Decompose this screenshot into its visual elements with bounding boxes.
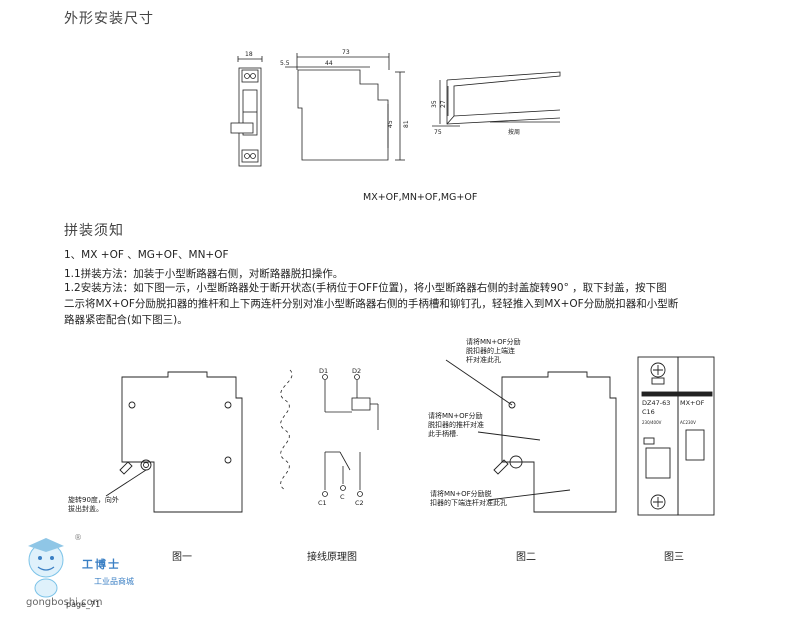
dimension-drawing: 18 73 5.5 44 45 81 35 27 75 按周 bbox=[230, 49, 561, 167]
fig3-model: DZ47-63 bbox=[642, 399, 670, 407]
fig2-caption: 图二 bbox=[516, 552, 536, 563]
fig2-ann-mid-1: 请将MN+OF分励 bbox=[428, 412, 483, 420]
fig2-ann-mid-3: 此手柄槽. bbox=[428, 430, 459, 438]
fig2-annotation-bottom: 请将MN+OF分励脱 扣器的下端连杆对准此孔 bbox=[430, 490, 507, 508]
fig1-note-line-2: 拔出封盖。 bbox=[68, 505, 103, 513]
mascot-logo-icon bbox=[28, 538, 64, 598]
fig2-ann-bot-1: 请将MN+OF分励脱 bbox=[430, 490, 492, 498]
assembly-line-1: 1、MX +OF 、MG+OF、MN+OF bbox=[64, 249, 229, 261]
terminal-d2: D2 bbox=[352, 367, 361, 375]
section-title-dimensions: 外形安装尺寸 bbox=[64, 11, 154, 27]
registered-mark: ® bbox=[74, 533, 82, 542]
assembly-line-5: 路器紧密配合(如下图三)。 bbox=[64, 314, 188, 326]
fig3-caption: 图三 bbox=[664, 552, 684, 563]
page-number: page_71 bbox=[66, 600, 101, 609]
side-view bbox=[285, 53, 405, 161]
fig1-caption: 图一 bbox=[172, 552, 192, 563]
assembly-line-2: 1.1拼装方法：加装于小型断路器右侧，对断路器脱扣操作。 bbox=[64, 268, 344, 280]
terminal-c2: C2 bbox=[355, 499, 364, 507]
dim-81: 81 bbox=[403, 120, 410, 128]
fig3-drawing bbox=[637, 356, 715, 516]
fig2-ann-top-1: 请将MN+OF分励 bbox=[466, 338, 521, 346]
dim-73: 73 bbox=[342, 49, 350, 56]
watermark-subtitle: 工业品商城 bbox=[94, 577, 134, 586]
fig3-spec-1: 230/400V bbox=[642, 420, 662, 425]
assembly-line-4: 二示将MX+OF分励脱扣器的推杆和上下两连杆分别对准小型断路器右侧的手柄槽和铆钉… bbox=[64, 298, 679, 310]
wiring-schematic bbox=[280, 369, 379, 497]
fig2-ann-mid-2: 脱扣器的推杆对准 bbox=[428, 421, 484, 429]
fig3-spec-2: AC230V bbox=[680, 420, 696, 425]
fig2-ann-top-2: 脱扣器的上端连 bbox=[466, 347, 515, 355]
front-view bbox=[230, 56, 263, 167]
wiring-caption: 接线原理图 bbox=[307, 552, 357, 563]
dim-5-5: 5.5 bbox=[280, 60, 290, 67]
assembly-line-3: 1.2安装方法：如下图一示，小型断路器处于断开状态(手柄位于OFF位置)，将小型… bbox=[64, 282, 667, 294]
fig1-drawing bbox=[105, 371, 243, 513]
fig2-annotation-top: 请将MN+OF分励 脱扣器的上端连 杆对准此孔 bbox=[466, 338, 521, 365]
fig2-ann-bot-2: 扣器的下端连杆对准此孔 bbox=[430, 499, 507, 507]
din-rail bbox=[432, 71, 561, 127]
dim-75: 75 bbox=[434, 129, 442, 136]
fig3-accessory: MX+OF bbox=[680, 399, 705, 407]
figure-caption-top: MX+OF,MN+OF,MG+OF bbox=[363, 192, 478, 203]
fig2-drawing bbox=[445, 359, 617, 513]
fig1-note-line-1: 旋转90度，向外 bbox=[68, 496, 119, 504]
fig3-rating: C16 bbox=[642, 408, 655, 416]
watermark-url: gongboshi.com bbox=[26, 597, 103, 608]
terminal-c: C bbox=[340, 493, 345, 501]
fig2-annotation-middle: 请将MN+OF分励 脱扣器的推杆对准 此手柄槽. bbox=[428, 412, 484, 439]
rail-label: 按周 bbox=[508, 128, 520, 136]
terminal-c1: C1 bbox=[318, 499, 327, 507]
section-title-assembly: 拼装须知 bbox=[64, 223, 124, 239]
fig2-ann-top-3: 杆对准此孔 bbox=[466, 356, 501, 364]
dim-35: 35 bbox=[431, 100, 438, 108]
fig1-note: 旋转90度，向外 拔出封盖。 bbox=[68, 496, 119, 514]
dim-45: 45 bbox=[387, 120, 394, 128]
dim-44: 44 bbox=[325, 60, 333, 67]
watermark-brand: 工博士 bbox=[82, 558, 121, 571]
terminal-d1: D1 bbox=[319, 367, 328, 375]
dim-18: 18 bbox=[245, 51, 253, 58]
dim-27: 27 bbox=[440, 100, 447, 108]
